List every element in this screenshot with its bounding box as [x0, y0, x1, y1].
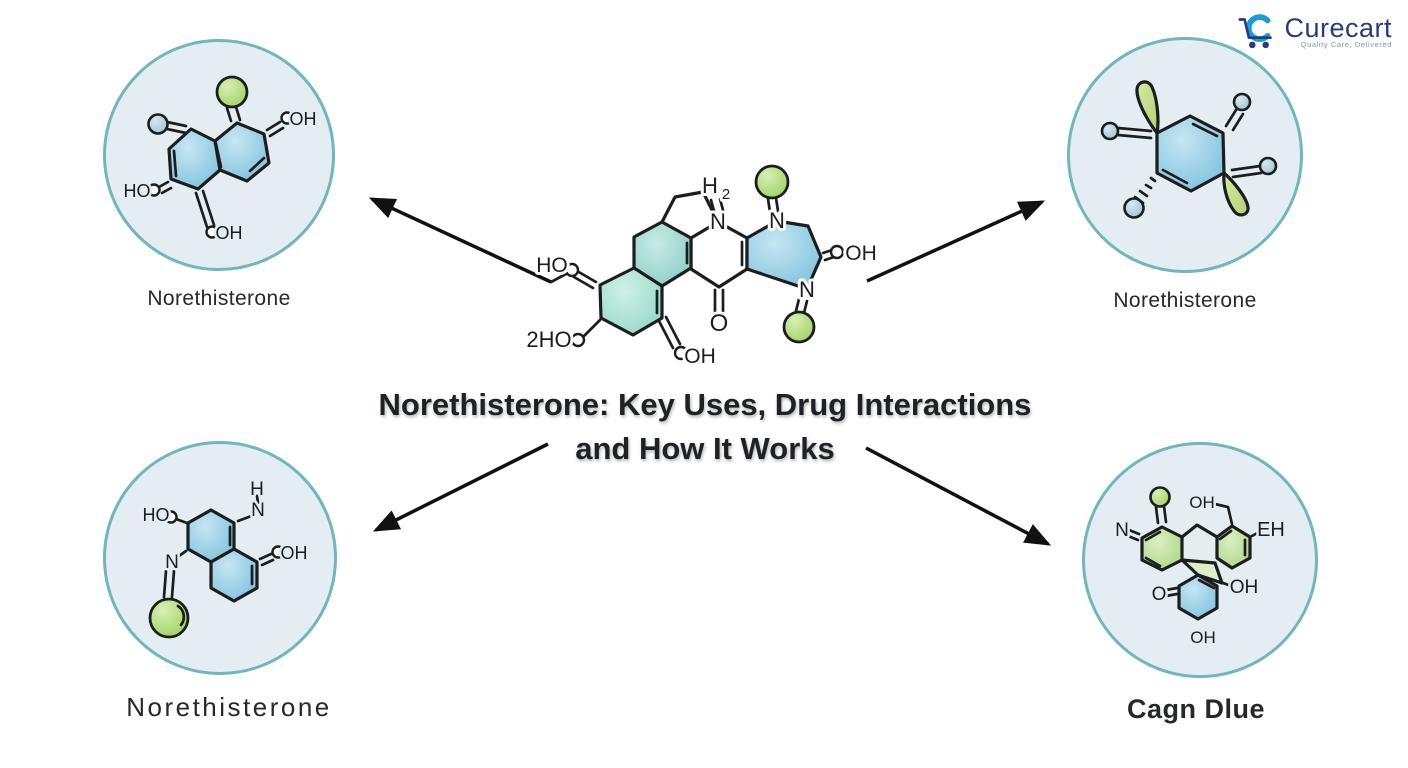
structure-bubble-top-left: OH HO OH — [103, 39, 335, 271]
atom-label: OH — [1189, 493, 1215, 512]
green-atom-sphere — [215, 75, 249, 109]
atom-label: N — [1115, 520, 1129, 541]
logo-text: Curecart Quality Care, Delivered — [1284, 13, 1392, 49]
logo-tagline: Quality Care, Delivered — [1300, 40, 1392, 49]
atom-label: N — [710, 209, 726, 234]
atom-label: H — [250, 479, 264, 500]
structure-bubble-top-right — [1067, 37, 1303, 273]
bubble-label-bottom-left: Norethisterone — [126, 692, 332, 722]
green-atom-sphere — [754, 164, 790, 200]
atom-label: O — [1152, 584, 1167, 605]
infographic-title: Norethisterone: Key Uses, Drug Interacti… — [352, 383, 1058, 471]
atom-label: OH — [290, 109, 317, 129]
atom-label: OH — [845, 242, 877, 265]
atom-label: OH — [281, 543, 308, 563]
arrow-bottom-right-icon — [865, 446, 1052, 546]
bubble-label-top-right: Norethisterone — [1113, 289, 1257, 312]
structure-bubble-bottom-left: HO H N N OH — [103, 441, 337, 675]
atom-label: HO — [124, 181, 151, 201]
structure-bubble-bottom-right: N OH EH O OH OH — [1082, 442, 1318, 678]
central-molecule-illustration: H 2 N N N OH O HO 2HO OH — [523, 164, 880, 371]
green-atom-sphere — [148, 597, 190, 639]
atom-label: OH — [684, 345, 716, 368]
atom-label: N — [165, 552, 179, 573]
atom-label: HO — [143, 505, 170, 525]
bubble-label-bottom-right: Cagn Dlue — [1126, 694, 1265, 724]
arrow-top-right-icon — [866, 200, 1046, 283]
arrow-top-left-icon — [368, 197, 552, 284]
atom-label: 2HO — [526, 327, 571, 352]
title-line-2: and How It Works — [575, 431, 835, 466]
blue-atom-sphere — [1258, 156, 1278, 176]
atom-label: H — [702, 173, 718, 198]
cart-icon — [1238, 14, 1273, 49]
atom-label: O — [710, 310, 729, 337]
atom-label: OH — [1230, 577, 1259, 598]
blue-atom-sphere — [1100, 121, 1120, 141]
title-line-1: Norethisterone: Key Uses, Drug Interacti… — [378, 387, 1032, 422]
blue-atom-sphere — [1123, 197, 1145, 219]
blue-atom-sphere — [147, 113, 169, 135]
atom-label: EH — [1257, 519, 1285, 541]
atom-label: OH — [1190, 628, 1216, 647]
blue-atom-sphere — [1232, 92, 1252, 112]
atom-label: N — [799, 277, 815, 302]
logo-name: Curecart — [1284, 13, 1392, 43]
bubble-label-top-left: Norethisterone — [147, 287, 291, 310]
atom-label: HO — [536, 254, 568, 277]
structure-bottom-left: HO H N N OH — [140, 477, 310, 639]
atom-label: OH — [216, 223, 243, 243]
green-atom-sphere — [1149, 486, 1171, 508]
brand-logo: Curecart Quality Care, Delivered — [1236, 8, 1392, 54]
atom-label: N — [769, 208, 785, 233]
atom-label: N — [251, 500, 265, 521]
arrow-bottom-left-icon — [372, 442, 549, 532]
green-atom-sphere — [782, 310, 816, 344]
structure-bottom-right: N OH EH O OH OH — [1113, 486, 1287, 650]
atom-label: 2 — [722, 186, 730, 203]
structure-top-right — [1100, 80, 1278, 219]
structure-top-left: OH HO OH — [121, 75, 319, 246]
